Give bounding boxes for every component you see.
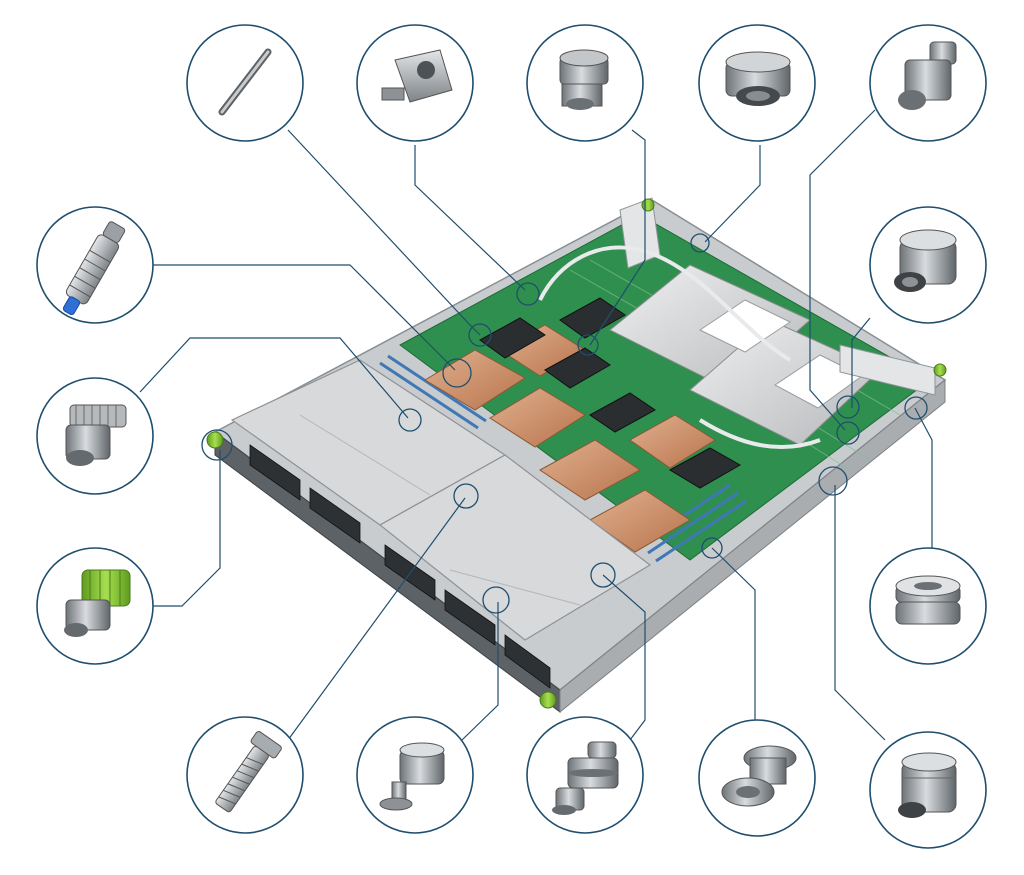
threaded-spacer-icon [62,221,126,316]
spool-fastener-icon [721,745,797,807]
chassis-thumbscrews [206,198,947,709]
callout-spool-fastener [698,719,816,837]
location-markers [201,233,928,614]
callout-threaded-spacer [36,206,154,324]
cooling-fans [479,297,742,489]
captive-nut-icon [559,49,609,110]
callout-latch-block [356,24,474,142]
callout-long-pin [186,24,304,142]
callout-green-thumb-screw [36,547,154,665]
callout-threaded-screw [186,716,304,834]
standoff-nut-icon [895,575,961,625]
callout-stepped-stud [869,24,987,142]
drive-bays [249,444,551,689]
callout-press-nut [869,206,987,324]
callout-spring-plunger [526,716,644,834]
cables [538,245,821,450]
latch-block-icon [381,49,453,103]
riser-brackets [619,197,936,396]
round-nut-icon [898,752,957,818]
flush-nut-icon [725,51,791,106]
spring-plunger-icon [552,741,619,815]
threaded-screw-icon [215,731,282,813]
cpu-heatsinks [424,324,716,553]
press-nut-icon [894,229,957,292]
green-thumb-screw-icon [64,569,131,637]
callout-round-nut [869,731,987,849]
callout-knurled-insert [36,377,154,495]
drive-cages [230,359,652,641]
callout-plunger-pin [356,716,474,834]
plunger-pin-icon [379,742,445,811]
callout-captive-nut [526,24,644,142]
side-wall [559,378,946,714]
stepped-stud-icon [898,41,957,110]
callout-standoff-nut [869,547,987,665]
leader-lines [139,109,933,741]
long-pin-icon [218,48,272,116]
server-chassis [206,197,947,714]
callout-flush-nut [698,24,816,142]
knurled-insert-icon [65,404,127,466]
